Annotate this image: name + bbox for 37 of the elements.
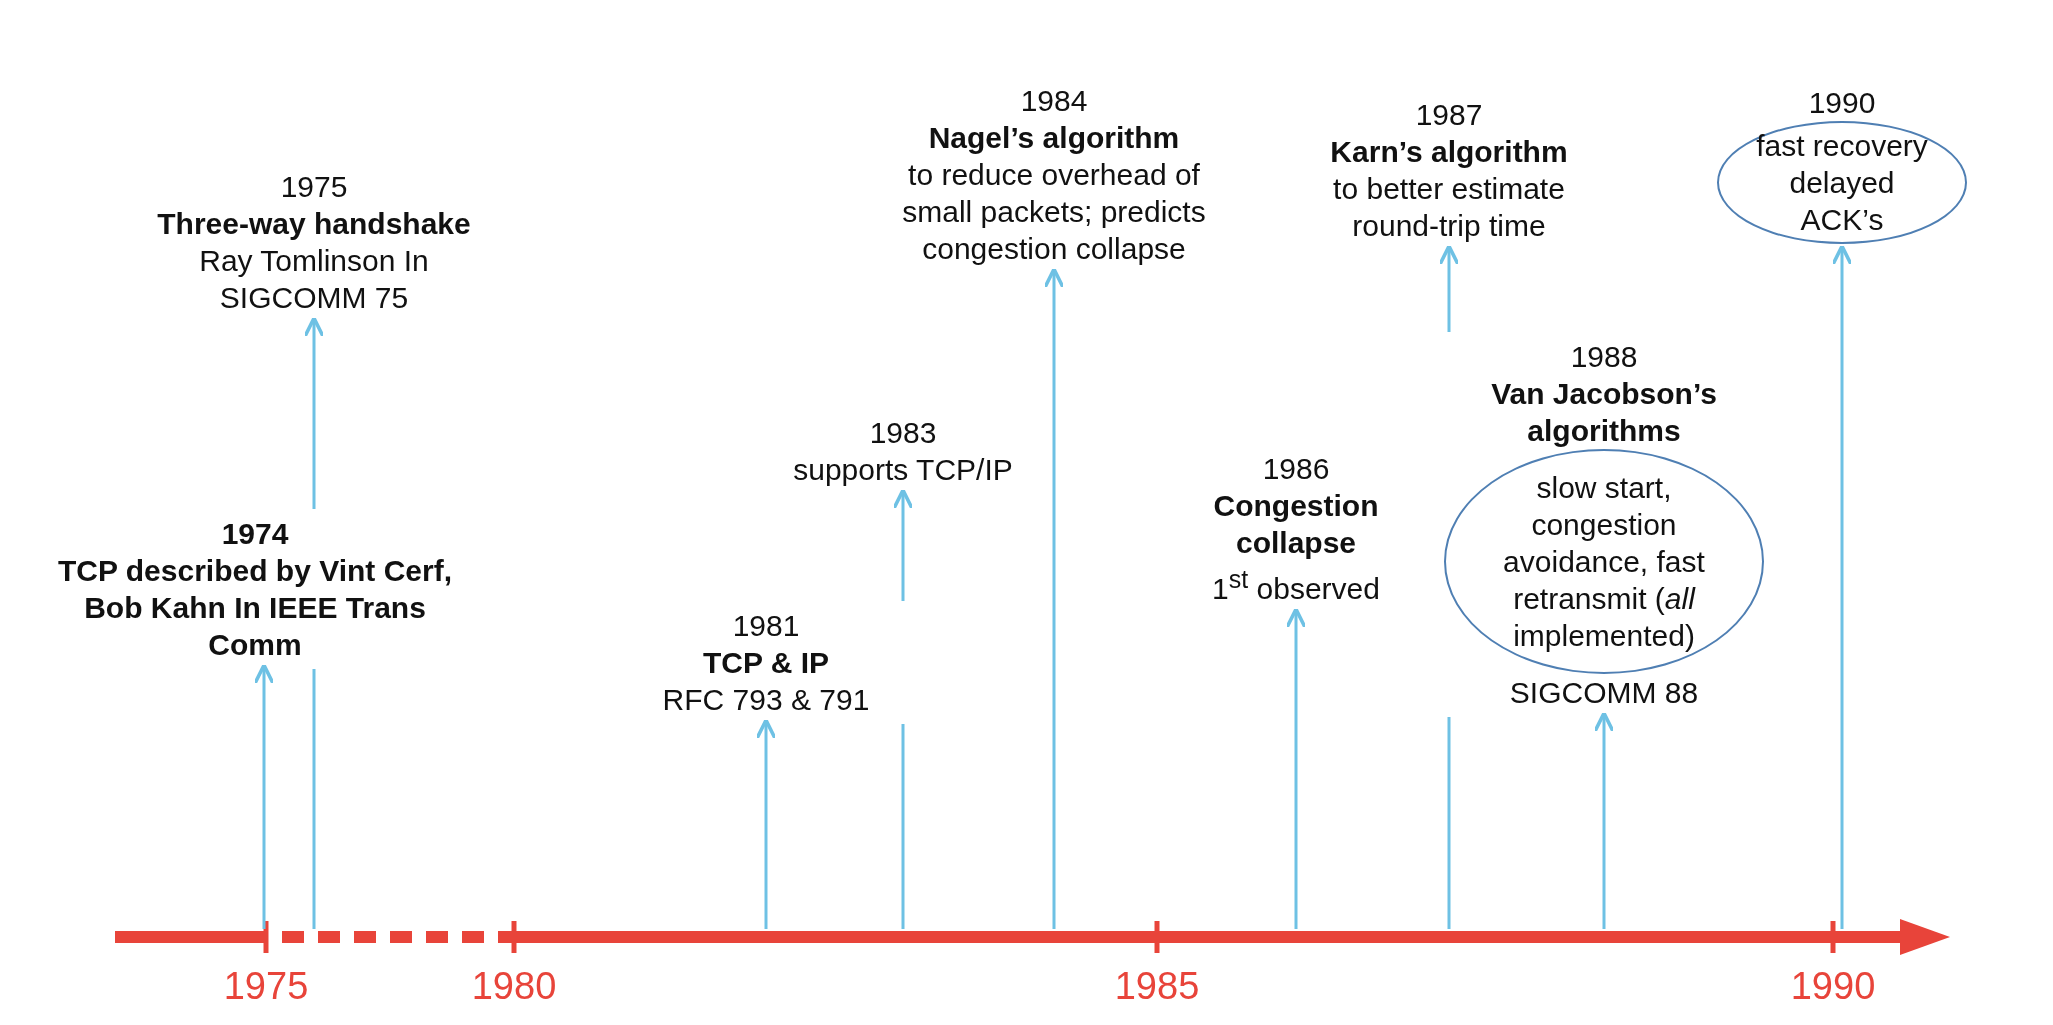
event-title: Van Jacobson’s algorithms <box>1490 376 1718 449</box>
year-label: 1981 <box>731 608 801 644</box>
axis-year-label: 1990 <box>1790 965 1876 1008</box>
event-title: TCP & IP <box>701 645 831 681</box>
arrow <box>1285 607 1307 929</box>
circled-note: fast recovery delayed ACK’s <box>1717 121 1967 244</box>
event-title: Three-way handshake <box>156 206 472 242</box>
year-label: 1988 <box>1569 339 1639 375</box>
year-label: 1983 <box>868 415 938 451</box>
event-description: to reduce overhead of small packets; predicts congestion collapse <box>901 157 1207 267</box>
event-description: RFC 793 & 791 <box>661 682 871 718</box>
axis-year-label: 1985 <box>1114 965 1200 1008</box>
arrow <box>755 718 777 929</box>
circled-note: slow start, congestion avoidance, fast retransmit (all implemented) <box>1444 449 1764 674</box>
arrow <box>253 663 275 929</box>
year-label: 1984 <box>1019 83 1089 119</box>
arrow <box>303 316 325 931</box>
year-label: 1975 <box>279 169 349 205</box>
arrow <box>1831 244 1853 929</box>
arrow <box>1043 267 1065 929</box>
event-description: SIGCOMM 88 <box>1508 675 1700 711</box>
event-description: TCP described by Vint Cerf, Bob Kahn In IEEE Trans Comm <box>57 553 453 663</box>
event-description: to better estimate round-trip time <box>1332 171 1566 244</box>
event-title: Karn’s algorithm <box>1329 134 1569 170</box>
year-label: 1990 <box>1807 85 1877 121</box>
event-description: 1$^{st}$ observed <box>1211 564 1381 607</box>
event-title: Nagel’s algorithm <box>927 120 1181 156</box>
year-label: 1987 <box>1414 97 1484 133</box>
arrow <box>1438 244 1460 931</box>
axis-year-label: 1980 <box>471 965 557 1008</box>
arrow <box>892 488 914 931</box>
year-label: 1974 <box>220 516 290 552</box>
year-label: 1986 <box>1261 451 1331 487</box>
event-description: supports TCP/IP <box>792 452 1014 488</box>
axis-year-label: 1975 <box>223 965 309 1008</box>
event-description: Ray Tomlinson In SIGCOMM 75 <box>198 243 430 316</box>
arrow <box>1593 711 1615 929</box>
